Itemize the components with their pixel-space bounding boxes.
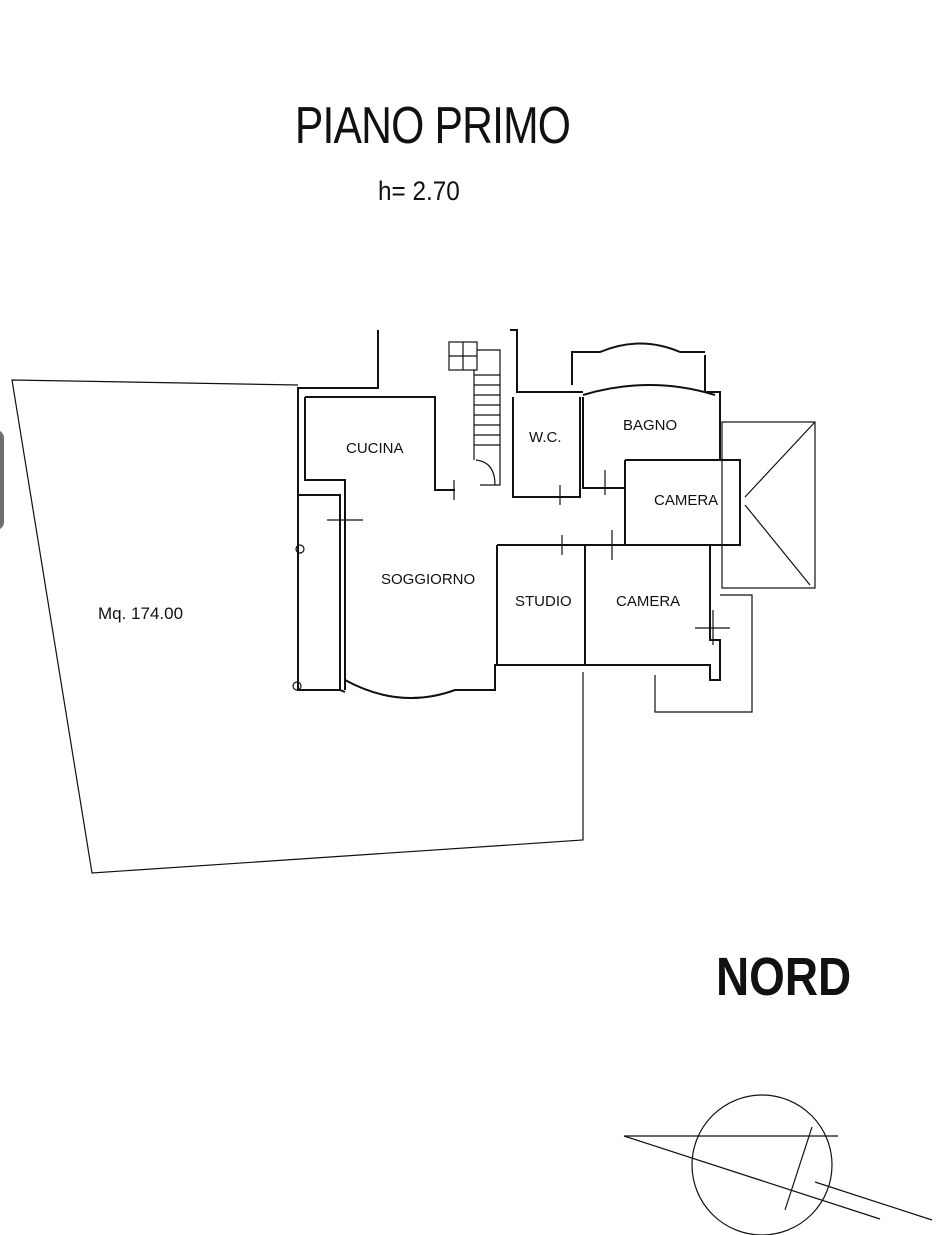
north-compass-icon — [623, 1094, 933, 1235]
plan-title: PIANO PRIMO — [294, 97, 571, 155]
room-label-studio: STUDIO — [515, 593, 572, 610]
ceiling-height-label: h= 2.70 — [378, 176, 460, 206]
balcony — [654, 594, 753, 713]
room-label-camera-1: CAMERA — [654, 492, 718, 509]
room-label-soggiorno: SOGGIORNO — [381, 571, 475, 588]
room-label-cucina: CUCINA — [346, 440, 404, 457]
staircase — [448, 341, 501, 486]
roof-terrace — [721, 421, 816, 589]
screen-edge-tab[interactable] — [0, 430, 4, 530]
area-label: Mq. 174.00 — [98, 604, 183, 623]
room-label-camera-2: CAMERA — [616, 593, 680, 610]
building-walls — [297, 329, 741, 699]
north-label: NORD — [716, 947, 852, 1007]
room-label-bagno: BAGNO — [623, 417, 677, 434]
door-marks — [292, 470, 730, 691]
room-label-wc: W.C. — [529, 429, 562, 446]
lot-boundary — [11, 379, 584, 874]
